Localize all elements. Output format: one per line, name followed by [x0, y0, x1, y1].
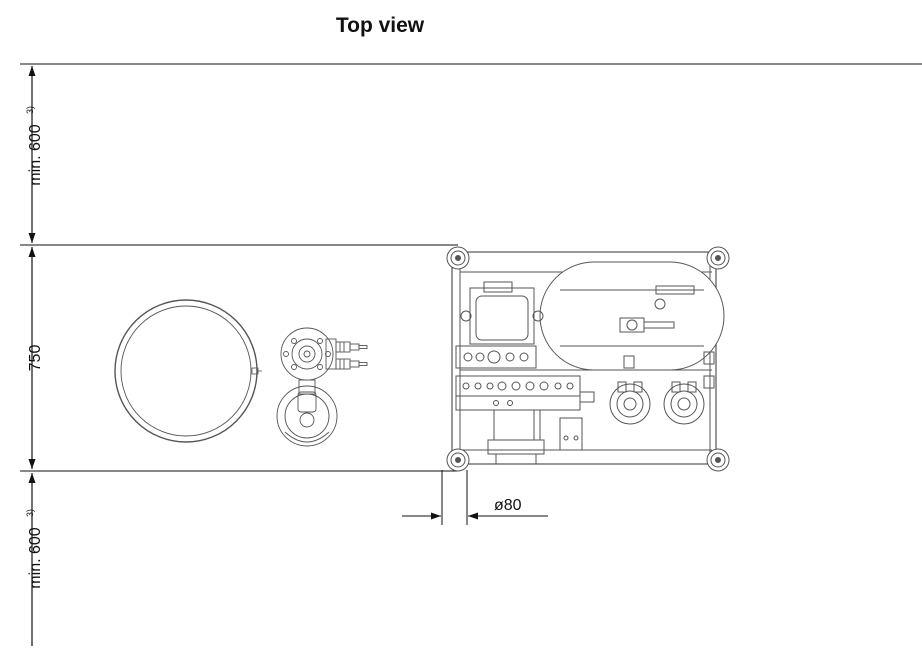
- dim-diameter: ø80: [494, 497, 522, 514]
- dim-clearance-bottom-note: 3): [25, 509, 35, 517]
- dim-clearance-bottom: min. 600: [27, 527, 44, 588]
- diameter-dimension: [402, 470, 548, 525]
- filter-left: [609, 381, 651, 425]
- drawing-title: Top view: [335, 14, 425, 37]
- dim-clearance-top-note: 3): [25, 106, 35, 114]
- pump-head: [276, 327, 368, 447]
- lying-tank: [539, 261, 725, 371]
- foot-bottom-left: [446, 448, 470, 472]
- dim-depth: 750: [27, 345, 44, 372]
- filter-right: [663, 381, 705, 425]
- foot-top-right: [706, 246, 730, 270]
- dosing-unit: [446, 246, 730, 472]
- reference-lines: [20, 63, 922, 472]
- foot-top-left: [446, 246, 470, 270]
- round-tank: [114, 299, 262, 443]
- foot-bottom-right: [706, 448, 730, 472]
- dim-clearance-top: min. 600: [27, 124, 44, 185]
